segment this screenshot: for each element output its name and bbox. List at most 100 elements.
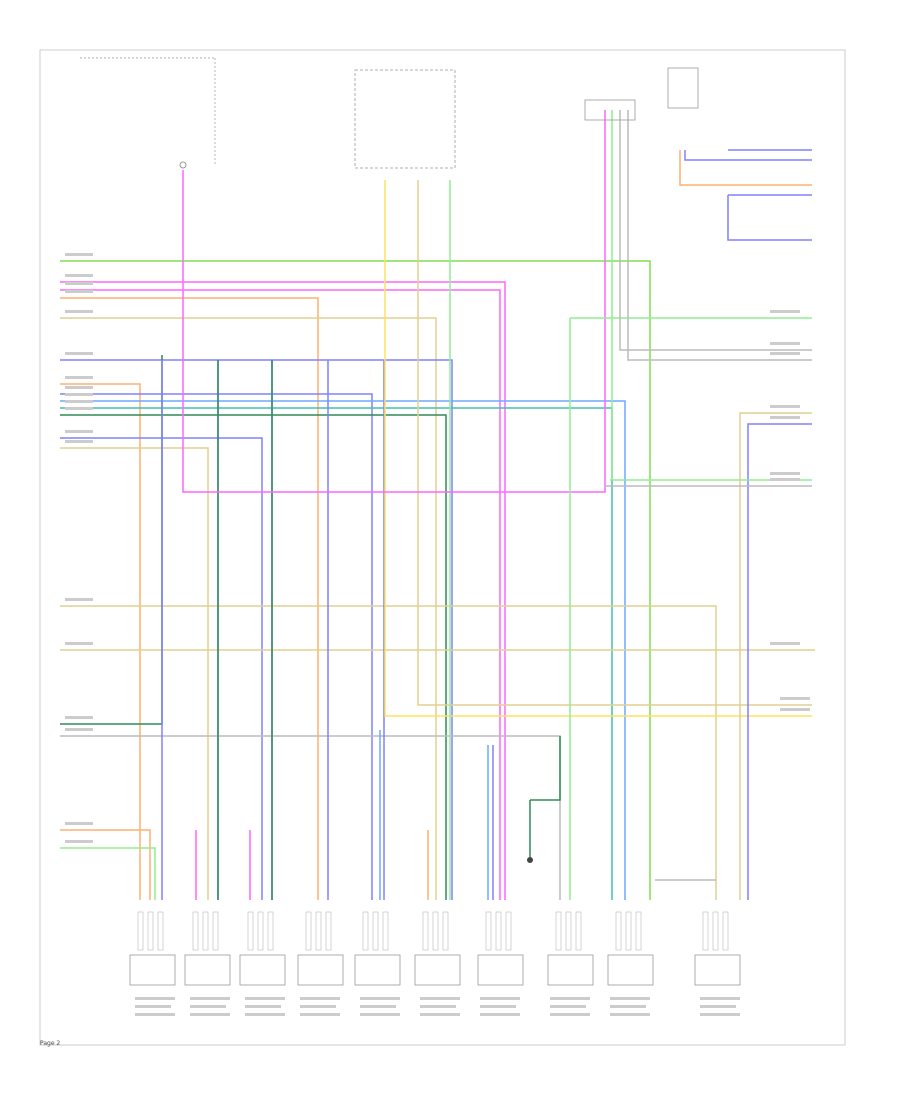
label-stub: [65, 290, 93, 293]
wire-right: [684, 150, 812, 161]
wire-trunk: [60, 829, 151, 900]
label-stub: [135, 1013, 175, 1016]
label-stub: [550, 997, 590, 1000]
terminal-pin: [362, 911, 369, 951]
label-stub: [300, 997, 340, 1000]
wire-trunk: [60, 393, 373, 900]
component-box: [239, 954, 286, 986]
label-stub: [65, 840, 93, 843]
label-stub: [245, 1005, 281, 1008]
label-stub: [65, 440, 93, 443]
wire-trunk: [60, 359, 453, 900]
wire-trunk: [60, 260, 651, 900]
label-stub: [360, 997, 400, 1000]
label-stub: [300, 1013, 340, 1016]
terminal-pin: [137, 911, 144, 951]
label-stub: [770, 478, 800, 481]
label-stub: [770, 472, 800, 475]
terminal-pin: [635, 911, 642, 951]
label-stub: [65, 310, 93, 313]
label-stub: [700, 1005, 736, 1008]
terminal-pin: [505, 911, 512, 951]
label-stub: [65, 430, 93, 433]
terminal-pin: [372, 911, 379, 951]
label-stub: [65, 253, 93, 256]
wire-trunk: [60, 383, 141, 900]
terminal-pin: [157, 911, 164, 951]
terminal-pin: [192, 911, 199, 951]
label-stub: [420, 1005, 456, 1008]
label-stub: [300, 1005, 336, 1008]
terminal-pin: [422, 911, 429, 951]
terminal-pin: [615, 911, 622, 951]
label-stub: [190, 997, 230, 1000]
wire-trunk: [60, 400, 626, 900]
component-layer: [129, 67, 741, 986]
terminal-pin: [202, 911, 209, 951]
terminal-pin: [325, 911, 332, 951]
label-stub: [550, 1005, 586, 1008]
terminal-pin: [442, 911, 449, 951]
label-stub: [780, 697, 810, 700]
page-number: Page 2: [40, 1040, 61, 1047]
label-stub: [480, 1013, 520, 1016]
terminal-pin: [212, 911, 219, 951]
wire-trunk: [60, 437, 263, 900]
label-stub: [700, 997, 740, 1000]
terminal-pin: [315, 911, 322, 951]
terminal-pin: [147, 911, 154, 951]
wire-trunk: [60, 407, 613, 900]
connector-block: [584, 99, 636, 121]
label-stub: [135, 1005, 171, 1008]
label-stub: [65, 598, 93, 601]
component-box: [129, 954, 176, 986]
label-stub: [360, 1013, 400, 1016]
label-stub: [190, 1013, 230, 1016]
wire-trunk: [60, 414, 447, 900]
component-box: [477, 954, 524, 986]
label-stub: [480, 1005, 516, 1008]
terminal-pin: [257, 911, 264, 951]
label-stub: [65, 393, 93, 396]
label-stub: [420, 1013, 460, 1016]
component-box: [297, 954, 344, 986]
label-stub: [610, 997, 650, 1000]
label-stub: [65, 386, 93, 389]
label-stub: [65, 400, 93, 403]
wire-trunk: [60, 847, 156, 900]
ground-node: [527, 857, 533, 863]
wire-right: [727, 195, 812, 241]
label-stub: [65, 822, 93, 825]
switch-block: [354, 69, 456, 169]
label-stub: [770, 352, 800, 355]
wire-trunk: [60, 355, 163, 725]
component-box: [184, 954, 231, 986]
splice-node: [179, 161, 187, 169]
label-stub: [770, 342, 800, 345]
wire-trunk: [60, 317, 437, 900]
wire-drop: [530, 736, 561, 801]
wire-right: [627, 110, 812, 361]
component-box: [694, 954, 741, 986]
diagram-border: [39, 49, 846, 1046]
wire-right: [747, 423, 812, 900]
terminal-pin: [555, 911, 562, 951]
label-stub: [770, 642, 800, 645]
terminal-pin: [702, 911, 709, 951]
label-stub: [65, 716, 93, 719]
terminal-pin: [575, 911, 582, 951]
wire-trunk: [60, 735, 561, 900]
label-stub: [420, 997, 460, 1000]
terminal-pin: [485, 911, 492, 951]
label-stub: [360, 1005, 396, 1008]
label-layer: [65, 253, 810, 1016]
diagram-frame: [39, 49, 846, 1046]
terminal-pin: [247, 911, 254, 951]
label-stub: [610, 1005, 646, 1008]
terminal-pin: [382, 911, 389, 951]
terminal-pin: [305, 911, 312, 951]
label-stub: [65, 352, 93, 355]
terminal-pin: [432, 911, 439, 951]
wire-switch-feed: [417, 180, 812, 706]
